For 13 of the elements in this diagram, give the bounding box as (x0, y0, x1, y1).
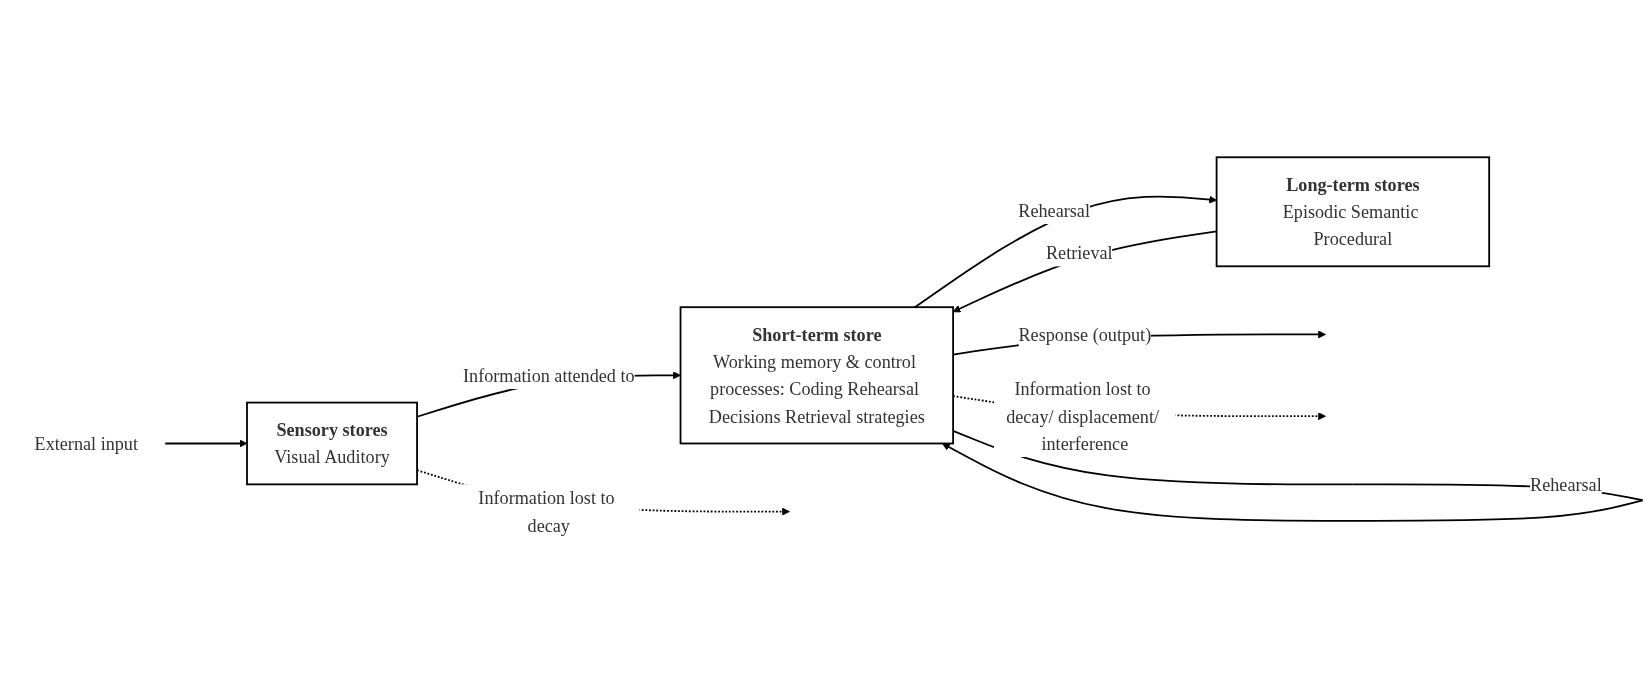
node-box: Short-term store Working memory & control processes: Coding Rehearsal Decisions Retrieval strategies (679, 306, 954, 445)
edge-label: Information lost to decay (478, 487, 615, 536)
node-box: Long-term stores Episodic Semantic Procedural (1215, 156, 1491, 268)
edge-label: Information attended to (463, 365, 635, 386)
node-text: External input (34, 433, 138, 454)
arrow (913, 195, 1217, 309)
edge-label: Retrieval (1045, 242, 1113, 263)
edge-label: Information lost to decay/ displacement/ interference (1006, 378, 1160, 454)
edge-label: Rehearsal (1530, 474, 1602, 495)
arrow (164, 439, 248, 448)
edge-label: Rehearsal (1018, 200, 1090, 221)
edge-label: Response (output) (1018, 324, 1152, 345)
node-box: Sensory stores Visual Auditory (246, 401, 418, 486)
